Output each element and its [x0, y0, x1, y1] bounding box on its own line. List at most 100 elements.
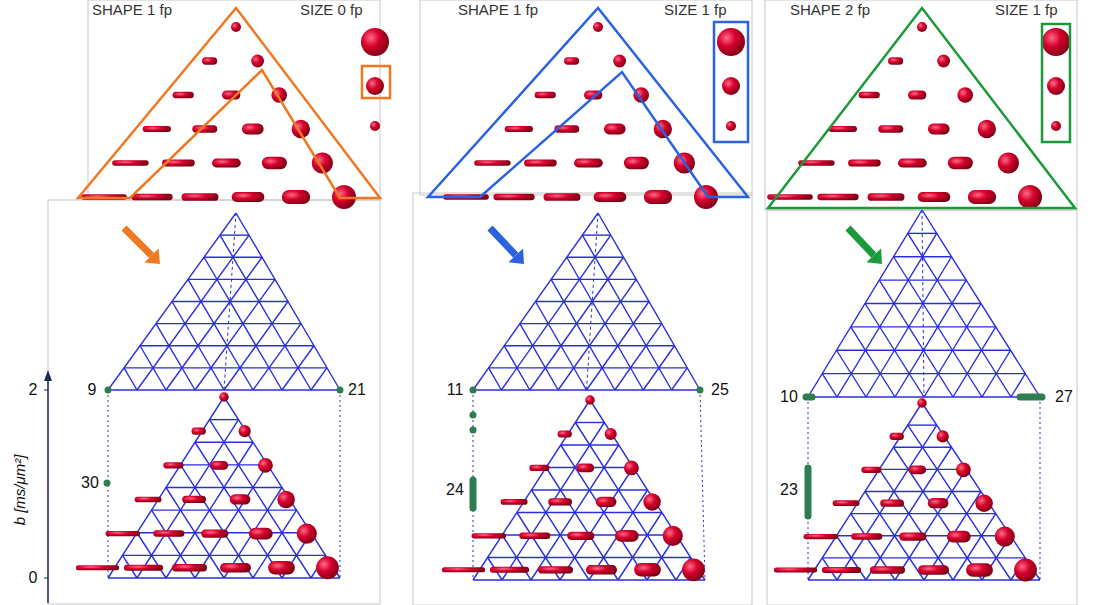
particle-shape [442, 567, 485, 572]
panel [765, 0, 1077, 605]
image-frame [413, 193, 752, 605]
size-sphere [1051, 121, 1061, 131]
solution-dot [697, 387, 704, 394]
mesh-line [220, 234, 249, 235]
projection-line [340, 390, 341, 578]
particle-shape [201, 529, 228, 537]
axis-label: b [ms/μm²] [12, 455, 29, 526]
mesh-line [253, 324, 301, 390]
particle-shape [593, 22, 603, 32]
mesh-line [879, 279, 966, 280]
mesh-line [181, 465, 254, 578]
panel [48, 0, 390, 604]
mesh-line [590, 400, 705, 580]
mesh-line [672, 368, 688, 390]
particle-shape [880, 500, 904, 507]
particle-shape [535, 92, 556, 99]
particle-shape [909, 465, 926, 474]
particle-shape [192, 428, 206, 435]
mesh-line [520, 324, 558, 390]
value-number: 10 [780, 388, 798, 406]
particle-shape [947, 531, 971, 543]
particle-shape [135, 497, 162, 503]
particle-shape [663, 526, 683, 546]
projection-line [700, 390, 705, 580]
size-sphere [726, 121, 736, 131]
mesh-line [879, 280, 953, 397]
particle-shape [998, 152, 1019, 173]
mesh-line [210, 419, 239, 420]
mesh-line [953, 514, 996, 580]
mesh-line [865, 304, 924, 398]
particle-shape [249, 528, 273, 540]
particle-shape [548, 498, 572, 505]
mesh-line [908, 425, 1011, 580]
particle-shape [251, 55, 264, 68]
particle-shape [918, 565, 949, 575]
size-selection-box [362, 66, 390, 98]
particle-shape [230, 494, 251, 504]
mesh-line [530, 257, 624, 390]
particle-shape [524, 160, 557, 167]
particle-shape [586, 565, 617, 575]
particle-shape [890, 433, 904, 440]
value-number: 25 [711, 381, 729, 399]
mesh-line [851, 513, 996, 514]
mesh-line [894, 257, 983, 397]
particle-shape [202, 57, 217, 65]
particle-shape [878, 125, 903, 133]
mesh-line [837, 536, 867, 580]
particle-shape [917, 22, 927, 32]
particle-shape [239, 425, 251, 437]
selection-outline [78, 8, 380, 198]
mesh-axis [922, 210, 924, 397]
particle-shape [908, 90, 926, 99]
particle-shape [505, 126, 533, 132]
mesh-line [224, 397, 340, 578]
particle-shape [297, 524, 317, 544]
particle-shape [928, 124, 950, 135]
axis-tick [44, 578, 48, 579]
mesh-line [822, 557, 1025, 558]
particle-shape [219, 392, 229, 402]
particle-shape [262, 157, 287, 169]
mesh-line [908, 424, 937, 425]
particle-shape [928, 498, 949, 508]
mesh-line [488, 557, 691, 558]
particle-shape [577, 464, 594, 473]
mesh-line [822, 374, 837, 397]
particle-shape [817, 194, 858, 200]
particle-shape [975, 494, 992, 511]
mesh-line [582, 234, 610, 235]
particle-shape [898, 159, 927, 168]
particle-shape [112, 160, 148, 166]
mesh-line [224, 302, 288, 391]
image-frame [88, 0, 380, 200]
particle-shape [493, 194, 534, 200]
particle-shape [644, 190, 672, 204]
particle-shape [624, 157, 649, 169]
mesh-line [551, 279, 615, 390]
mesh-line [837, 233, 937, 397]
pointer-arrowhead [144, 248, 160, 264]
particle-shape [774, 567, 817, 572]
mesh-line [220, 235, 311, 390]
mesh-line [210, 420, 312, 578]
particle-shape [594, 192, 627, 202]
particle-shape [833, 500, 860, 506]
mesh-line [282, 346, 314, 390]
panel-title: SHAPE 1 fp [92, 2, 172, 19]
particle-shape [1014, 559, 1037, 582]
size-selection-box [714, 22, 748, 142]
mesh-line [311, 368, 327, 390]
mesh-line [473, 400, 590, 580]
solution-dot [470, 412, 477, 419]
mesh-line [108, 397, 224, 578]
particle-shape [585, 395, 595, 405]
particle-shape [211, 461, 228, 470]
particle-shape [567, 532, 594, 540]
particle-shape [615, 530, 639, 542]
size-sphere [1047, 77, 1065, 95]
particle-shape [232, 192, 265, 202]
solution-cluster [470, 480, 477, 508]
